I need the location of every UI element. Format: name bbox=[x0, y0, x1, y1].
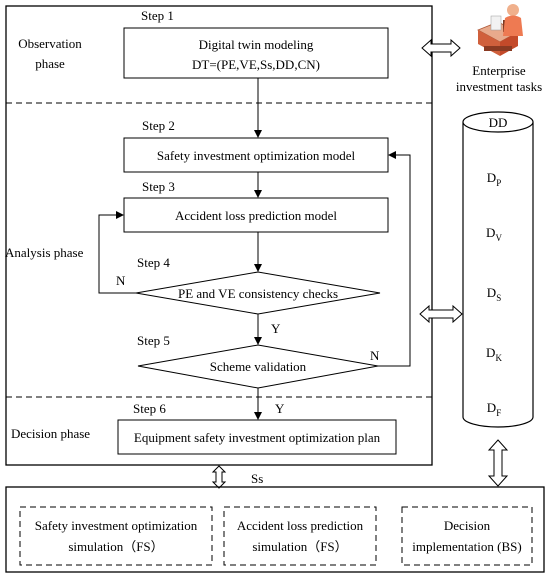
ss-title: Ss bbox=[251, 471, 263, 486]
digital-twin-title: Digital twin modeling bbox=[199, 37, 314, 52]
svg-text:DK: DK bbox=[486, 345, 502, 363]
database-item-ds: DS bbox=[487, 285, 501, 303]
step4-no-label: N bbox=[116, 273, 126, 288]
step5-no-label: N bbox=[370, 348, 380, 363]
ss-module-decision-implementation-line2: implementation (BS) bbox=[412, 539, 521, 554]
accident-model-box bbox=[123, 197, 389, 233]
database-item-dv: DV bbox=[486, 225, 502, 243]
ss-module-accident-simulation bbox=[223, 506, 377, 566]
step-2-label: Step 2 bbox=[142, 118, 175, 133]
ss-module-safety-simulation-line1: Safety investment optimization bbox=[35, 518, 198, 533]
arrow-step4-no-feedback bbox=[98, 211, 136, 294]
svg-text:DF: DF bbox=[487, 400, 501, 418]
step-3-label: Step 3 bbox=[142, 179, 175, 194]
optimization-plan-box bbox=[117, 419, 397, 455]
accident-model-label: Accident loss prediction model bbox=[175, 208, 337, 223]
double-arrow-database-icon bbox=[419, 304, 463, 324]
ss-module-safety-simulation-line2: simulation（FS） bbox=[68, 539, 163, 554]
double-arrow-enterprise-icon bbox=[421, 38, 461, 58]
svg-text:DS: DS bbox=[487, 285, 501, 303]
ss-module-accident-simulation-line2: simulation（FS） bbox=[252, 539, 347, 554]
step4-yes-label: Y bbox=[271, 321, 281, 336]
observation-phase-label-line2: phase bbox=[35, 56, 65, 71]
enterprise-label-line2: investment tasks bbox=[456, 79, 542, 94]
step-6-label: Step 6 bbox=[133, 401, 166, 416]
enterprise-worker-icon bbox=[477, 4, 523, 56]
step-5-label: Step 5 bbox=[137, 333, 170, 348]
digital-twin-box bbox=[123, 27, 389, 79]
data-database-cylinder bbox=[462, 111, 534, 428]
step5-yes-label: Y bbox=[275, 401, 285, 416]
double-arrow-database-ss-icon bbox=[487, 439, 509, 487]
main-frame bbox=[5, 5, 433, 466]
ss-module-accident-simulation-line1: Accident loss prediction bbox=[237, 518, 364, 533]
consistency-check-diamond bbox=[135, 271, 381, 315]
decision-phase-label: Decision phase bbox=[11, 426, 90, 441]
observation-phase-label-line1: Observation bbox=[18, 36, 82, 51]
ss-module-decision-implementation-line1: Decision bbox=[444, 518, 491, 533]
database-item-dk: DK bbox=[486, 345, 502, 363]
ss-module-decision-implementation bbox=[401, 506, 533, 566]
arrow-step5-no-feedback bbox=[378, 151, 411, 367]
enterprise-label-line1: Enterprise bbox=[472, 63, 526, 78]
analysis-phase-label: Analysis phase bbox=[5, 245, 84, 260]
database-title: DD bbox=[489, 115, 508, 130]
digital-twin-formula: DT=(PE,VE,Ss,DD,CN) bbox=[192, 57, 320, 72]
consistency-check-label: PE and VE consistency checks bbox=[178, 286, 338, 301]
scheme-validation-label: Scheme validation bbox=[210, 359, 307, 374]
step-4-label: Step 4 bbox=[137, 255, 170, 270]
database-item-df: DF bbox=[487, 400, 501, 418]
double-arrow-frame-ss-icon bbox=[211, 465, 227, 489]
step-1-label: Step 1 bbox=[141, 8, 174, 23]
safety-model-label: Safety investment optimization model bbox=[157, 148, 356, 163]
database-item-dp: DP bbox=[487, 170, 501, 188]
svg-text:DP: DP bbox=[487, 170, 501, 188]
ss-module-safety-simulation bbox=[19, 506, 213, 566]
ss-container bbox=[5, 486, 545, 573]
optimization-plan-label: Equipment safety investment optimization… bbox=[134, 430, 381, 445]
svg-text:DV: DV bbox=[486, 225, 502, 243]
